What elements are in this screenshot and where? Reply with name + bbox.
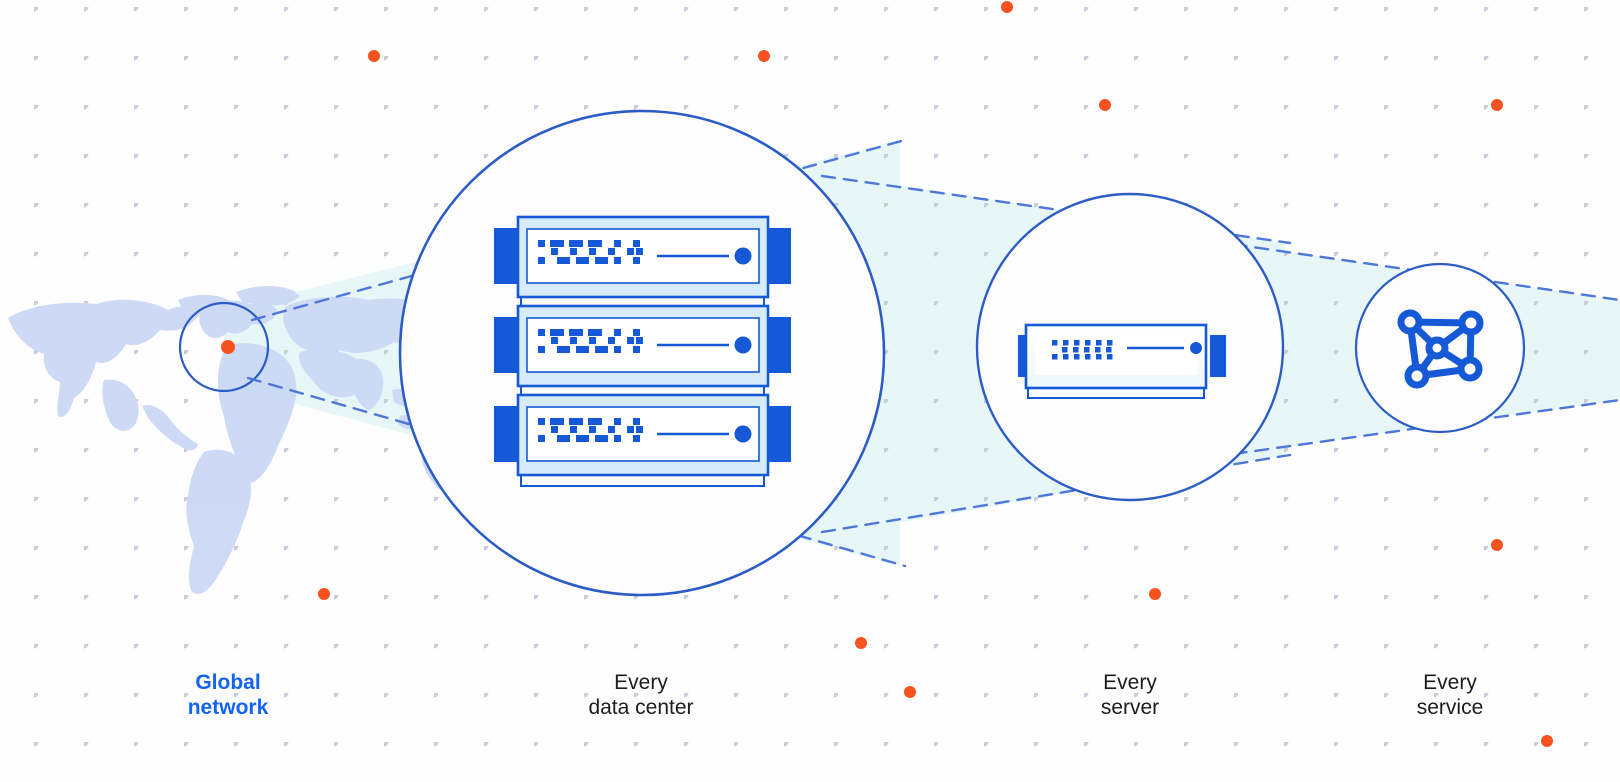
- server-led-array: [1052, 340, 1113, 360]
- graph-node: [1397, 309, 1423, 335]
- highlight-dots-group: [318, 1, 1553, 747]
- highlight-dot: [1099, 99, 1111, 111]
- highlight-dot: [1541, 735, 1553, 747]
- single-server-icon: [1018, 323, 1226, 399]
- network-graph-icon: [1397, 309, 1484, 389]
- global-location-pin-dot: [221, 340, 235, 354]
- status-indicator-dot: [734, 425, 752, 443]
- server-rack-unit: [494, 304, 791, 398]
- stage-label-global-network: Global network: [187, 671, 269, 719]
- highlight-dot: [1149, 588, 1161, 600]
- graph-node: [1458, 310, 1484, 336]
- server-led-array: [538, 418, 643, 442]
- global-network-focus-circle: [178, 301, 270, 393]
- server-led-array: [538, 240, 643, 264]
- server-rack-icon: [494, 215, 791, 487]
- highlight-dot: [1491, 99, 1503, 111]
- highlight-dot: [758, 50, 770, 62]
- graph-node: [1404, 363, 1430, 389]
- stage-label-server: Every server: [1100, 671, 1160, 719]
- stage-label-data-center: Every data center: [588, 671, 694, 719]
- server-rack-unit: [494, 393, 791, 487]
- highlight-dot: [1001, 1, 1013, 13]
- highlight-dot: [1491, 539, 1503, 551]
- zoom-line-dc-top: [820, 174, 1292, 245]
- highlight-dot: [368, 50, 380, 62]
- status-indicator-dot: [1190, 342, 1202, 354]
- graph-node: [1425, 336, 1449, 360]
- highlight-dot: [318, 588, 330, 600]
- server-led-array: [538, 329, 643, 353]
- server-rack-unit: [494, 215, 791, 309]
- status-indicator-dot: [734, 336, 752, 354]
- zoom-line-server-bottom: [1188, 398, 1620, 462]
- zoom-line-server-top: [1188, 236, 1620, 302]
- graph-node: [1457, 356, 1483, 382]
- network-graph-nodes: [1397, 309, 1484, 389]
- stage-label-service: Every service: [1416, 671, 1484, 719]
- highlight-dot: [855, 637, 867, 649]
- status-indicator-dot: [734, 247, 752, 265]
- highlight-dot: [904, 686, 916, 698]
